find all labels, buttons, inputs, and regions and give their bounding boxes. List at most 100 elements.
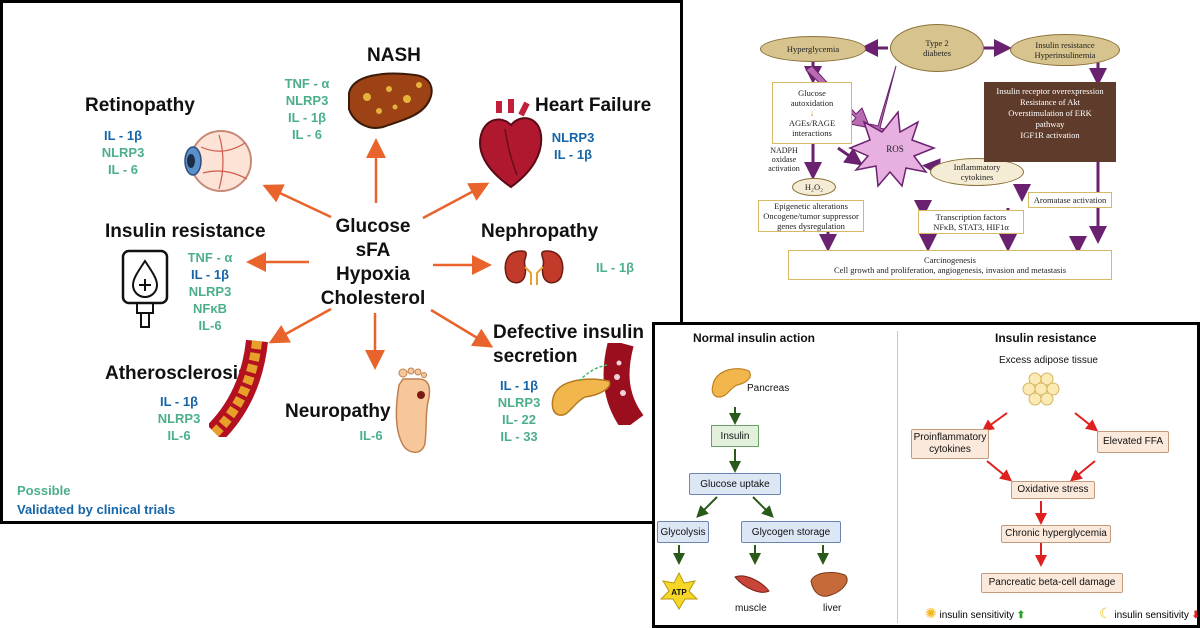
pathway-arrows (804, 39, 1107, 254)
foot-icon (395, 367, 431, 453)
flow-arrows (673, 407, 1099, 567)
complications-panel: Glucose sFA Hypoxia Cholesterol NASH TNF… (0, 0, 683, 524)
marker-item: IL-6 (167, 428, 191, 443)
adipose-icon (1022, 372, 1060, 406)
sun-icon: ✺ (925, 605, 937, 621)
liver-icon (348, 72, 433, 129)
liver-small-icon (810, 572, 848, 597)
ros-label: ROS (886, 144, 904, 154)
marker-item: IL - 1β (190, 267, 230, 282)
artery-icon (209, 339, 268, 437)
central-factors: Glucose sFA Hypoxia Cholesterol (303, 215, 443, 311)
marker-item: IL-6 (198, 318, 222, 333)
aromatase-box: Aromatase activation (1028, 192, 1112, 208)
insulin-box: Insulin (711, 425, 759, 447)
factor-hypoxia: Hypoxia (336, 264, 410, 285)
factor-sfa: sFA (355, 240, 391, 261)
arrow-to-retinopathy (262, 184, 332, 219)
marker-item: TNF - α (187, 250, 233, 265)
glucose-uptake-box: Glucose uptake (689, 473, 781, 495)
beta-cell-damage-box: Pancreatic beta-cell damage (981, 573, 1123, 593)
kidneys-icon (504, 250, 564, 285)
nephropathy-markers: IL - 1β (587, 259, 643, 276)
arrow-to-defective (430, 308, 494, 348)
insulin-resistance-title: Insulin resistance (105, 221, 266, 242)
marker-item: IL-6 (359, 428, 383, 443)
insulin-resistance-title: Insulin resistance (995, 331, 1097, 345)
marker-item: NLRP3 (497, 395, 541, 410)
retinopathy-markers: IL - 1β NLRP3 IL - 6 (87, 127, 159, 178)
moon-icon: ☾ (1099, 605, 1112, 621)
divider (897, 331, 898, 623)
marker-item: NLRP3 (551, 130, 595, 145)
marker-item: NLRP3 (101, 145, 145, 160)
legend-possible: Possible (17, 483, 71, 498)
atp-icon: ATP (659, 571, 699, 610)
marker-item: NLRP3 (188, 284, 232, 299)
marker-item: NLRP3 (157, 411, 201, 426)
insulin-action-panel: Normal insulin action Insulin resistance… (652, 322, 1200, 628)
retinopathy-title: Retinopathy (85, 95, 195, 116)
atherosclerosis-title: Atherosclerosis (105, 363, 249, 384)
glycogen-storage-box: Glycogen storage (741, 521, 841, 543)
hyperglycemia-oval: Hyperglycemia (760, 36, 866, 62)
arrow-up-icon: ⬆ (1016, 610, 1026, 621)
marker-item: NLRP3 (285, 93, 329, 108)
factor-glucose: Glucose (335, 216, 411, 237)
arrow-down-icon: ⬇ (1191, 610, 1200, 621)
adipose-label: Excess adipose tissue (999, 355, 1098, 366)
chronic-hyperglycemia-box: Chronic hyperglycemia (1001, 525, 1111, 543)
glycolysis-box: Glycolysis (657, 521, 709, 543)
neuropathy-markers: IL-6 (349, 427, 393, 444)
atp-label: ATP (671, 588, 687, 597)
marker-item: IL - 1β (595, 260, 635, 275)
pancreas-vessel-icon (551, 343, 644, 425)
nash-markers: TNF - α NLRP3 IL - 1β IL - 6 (271, 75, 343, 143)
marker-item: IL - 6 (107, 162, 139, 177)
sensitivity-down-legend: ☾ insulin sensitivity ⬇ (1099, 605, 1200, 621)
arrow-to-athero (268, 307, 332, 344)
marker-item: IL - 1β (159, 394, 199, 409)
sensitivity-up-legend: ✺ insulin sensitivity ⬆ (925, 605, 1026, 621)
marker-item: IL - 1β (103, 128, 143, 143)
muscle-label: muscle (735, 603, 767, 614)
neuropathy-title: Neuropathy (285, 401, 391, 422)
marker-item: NFκB (193, 301, 227, 316)
marker-item: IL- 22 (502, 412, 536, 427)
heart-failure-markers: NLRP3 IL - 1β (543, 129, 603, 163)
marker-item: TNF - α (284, 76, 330, 91)
marker-item: IL - 1β (553, 147, 593, 162)
pancreas-icon (711, 368, 751, 398)
arrow-to-heart (422, 182, 490, 220)
arrows-layer (246, 138, 494, 370)
h2o2-oval: H₂O₂ (792, 178, 836, 196)
marker-item: IL - 6 (291, 127, 323, 142)
pancreas-label: Pancreas (747, 383, 790, 394)
marker-item: IL - 1β (287, 110, 327, 125)
oxidative-stress-box: Oxidative stress (1011, 481, 1095, 499)
glucose-autoxidation-box: Glucose autoxidation ↓ AGEs/RAGE interac… (772, 82, 852, 144)
defective-secretion-title: Defective insulin secretion (493, 322, 644, 367)
insulin-bag-icon (121, 249, 169, 328)
elevated-ffa-box: Elevated FFA (1097, 431, 1169, 453)
nash-title: NASH (367, 45, 421, 66)
heart-icon (479, 99, 543, 189)
liver-label: liver (823, 603, 842, 614)
heart-failure-title: Heart Failure (535, 95, 652, 116)
eye-icon (184, 130, 252, 192)
normal-insulin-title: Normal insulin action (693, 331, 816, 345)
factor-cholesterol: Cholesterol (320, 288, 426, 309)
